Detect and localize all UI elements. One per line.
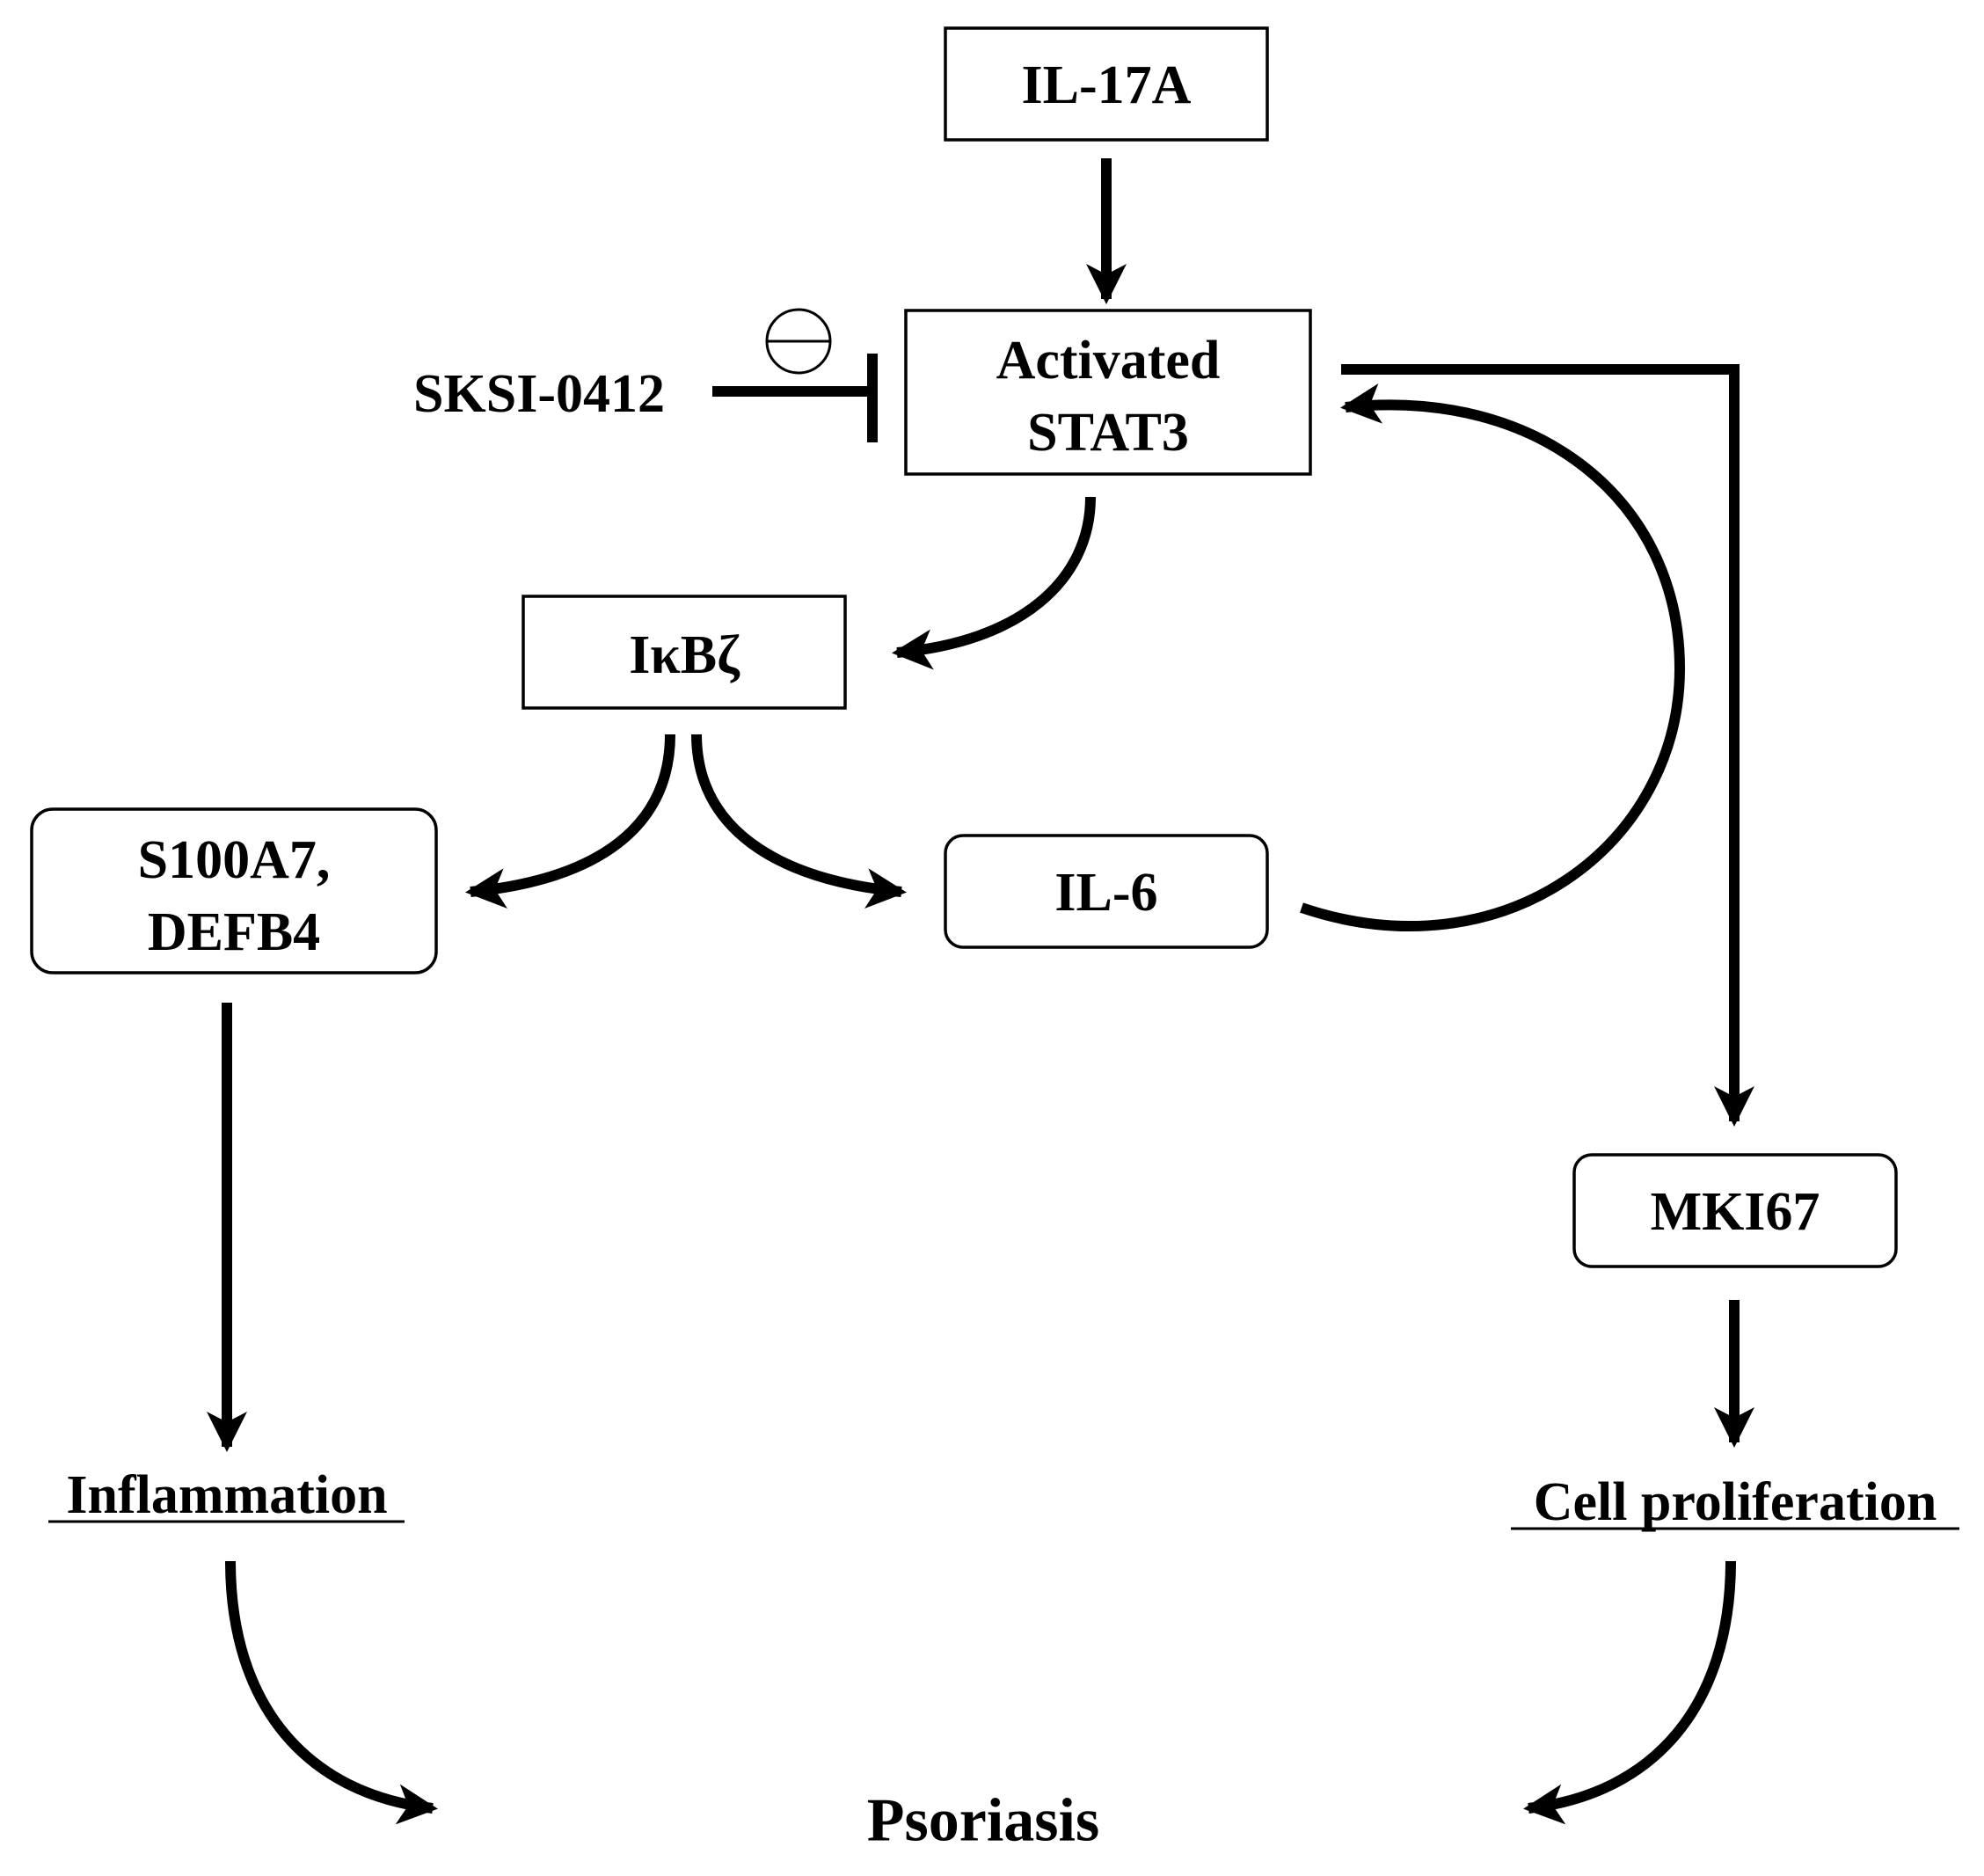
edge-ikbz-to-s100a7: [465, 734, 675, 909]
node-stat3-label-line2: STAT3: [1027, 403, 1189, 463]
outcome-inflammation: Inflammation: [66, 1465, 387, 1525]
node-activated-stat3: Activated STAT3: [904, 309, 1312, 476]
node-stat3-label-line1: Activated: [996, 331, 1221, 391]
node-s100a7-label-line1: S100A7,: [138, 830, 331, 890]
edge-stat3-to-ikbz: [892, 496, 1096, 670]
node-il17a: IL-17A: [944, 26, 1269, 142]
node-mki67: MKI67: [1572, 1153, 1898, 1268]
node-il17a-label: IL-17A: [1022, 55, 1192, 115]
edge-ikbz-to-il6: [691, 734, 907, 909]
inhibitor-label: SKSI-0412: [413, 364, 665, 424]
edge-il6-feedback-to-stat3: [1300, 383, 1686, 932]
node-s100a7-defb4: S100A7, DEFB4: [30, 807, 438, 974]
node-ikbz-label: IκBζ: [629, 625, 740, 685]
node-mki67-label: MKI67: [1651, 1182, 1820, 1242]
edge-stat3-to-mki67: [1341, 364, 1754, 1127]
node-s100a7-label-line2: DEFB4: [148, 902, 320, 962]
edge-cellprolif-to-psoriasis: [1523, 1560, 1736, 1825]
minus-sign-icon: [765, 308, 832, 375]
edge-inflammation-to-psoriasis: [225, 1560, 438, 1825]
outcome-psoriasis: Psoriasis: [867, 1787, 1099, 1855]
node-il6-label: IL-6: [1054, 863, 1157, 923]
node-il6: IL-6: [944, 834, 1269, 949]
outcome-cell-proliferation: Cell proliferation: [1534, 1472, 1937, 1532]
node-ikbz: IκBζ: [522, 595, 847, 710]
